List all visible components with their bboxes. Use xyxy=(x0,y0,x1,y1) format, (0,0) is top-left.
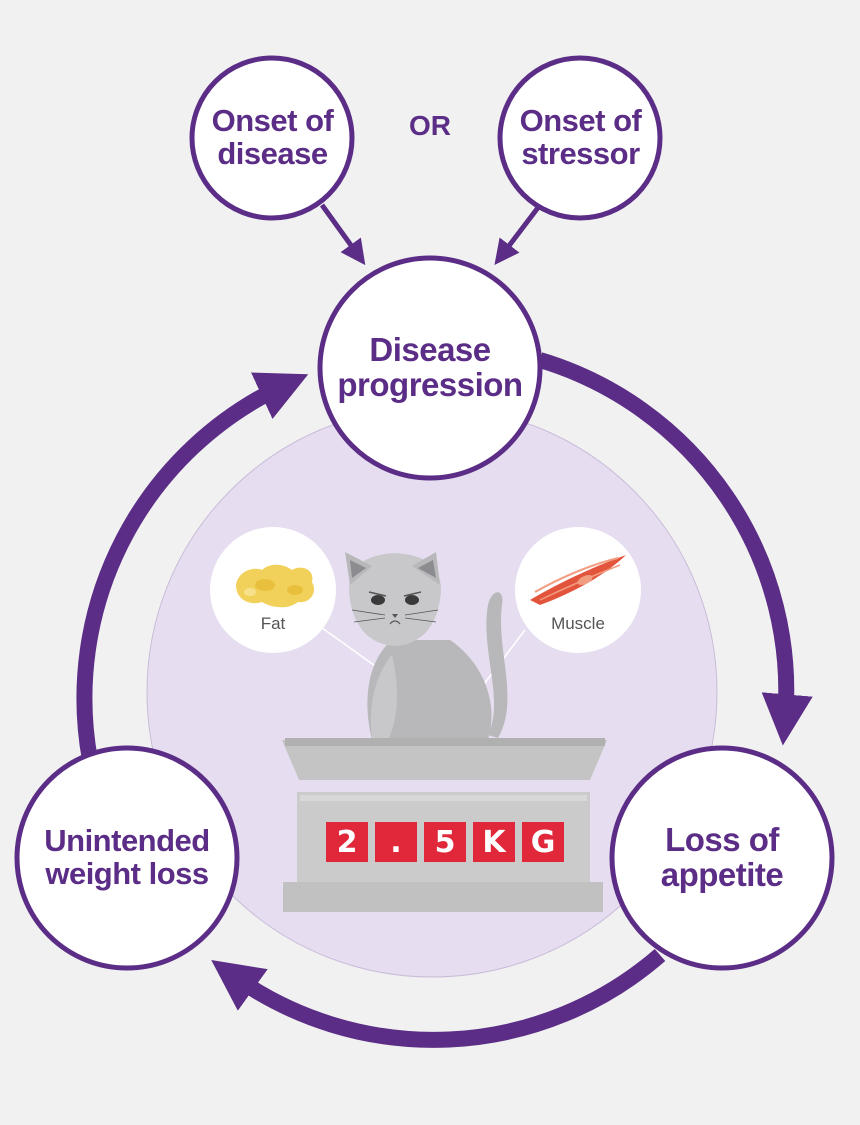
node-onset-stressor: Onset of stressor xyxy=(508,90,653,185)
node-disease-progression-line1: Disease xyxy=(369,331,491,369)
node-circle-weight-loss xyxy=(14,745,240,971)
node-circle-disease-progression xyxy=(317,255,543,481)
node-onset-disease: Onset of disease xyxy=(200,90,345,185)
node-circle-onset-disease xyxy=(189,55,355,221)
fat-callout-line xyxy=(317,624,379,669)
cycle-arrow-progression-to-appetite xyxy=(537,352,813,746)
node-disease-progression: Disease progression xyxy=(330,318,530,418)
muscle-label: Muscle xyxy=(551,614,605,633)
node-weight-loss-line1: Unintended xyxy=(44,823,210,859)
node-circle-loss-appetite xyxy=(609,745,835,971)
node-weight-loss-line2: weight loss xyxy=(45,856,209,891)
node-loss-appetite-line2: appetite xyxy=(660,856,784,893)
node-disease-progression-line2: progression xyxy=(337,366,523,403)
scale-digit-2: . xyxy=(375,822,417,862)
node-onset-disease-line2: disease xyxy=(217,135,328,171)
arrow-stressor-to-progression xyxy=(494,203,542,265)
scale-digit-1: 2 xyxy=(326,822,368,862)
cycle-arrow-appetite-to-weightloss xyxy=(211,948,666,1048)
cat-illustration xyxy=(345,552,508,740)
scale-digit-4: K xyxy=(473,822,515,862)
cycle-arrow-weightloss-to-progression xyxy=(76,372,309,762)
scale-digit-3: 5 xyxy=(424,822,466,862)
node-loss-appetite: Loss of appetite xyxy=(622,808,822,908)
node-loss-appetite-line1: Loss of xyxy=(665,821,779,859)
node-circle-onset-stressor xyxy=(497,55,663,221)
node-onset-disease-line1: Onset of xyxy=(211,102,334,138)
arrow-disease-to-progression xyxy=(319,203,366,266)
scale-digit-5: G xyxy=(522,822,564,862)
fat-icon xyxy=(236,564,315,608)
fat-label: Fat xyxy=(260,614,286,633)
or-connector: OR xyxy=(409,110,451,141)
node-onset-stressor-line2: stressor xyxy=(521,135,640,171)
muscle-icon xyxy=(530,555,626,605)
muscle-bubble xyxy=(515,527,641,653)
node-weight-loss: Unintended weight loss xyxy=(27,808,227,908)
node-onset-stressor-line1: Onset of xyxy=(519,102,642,138)
